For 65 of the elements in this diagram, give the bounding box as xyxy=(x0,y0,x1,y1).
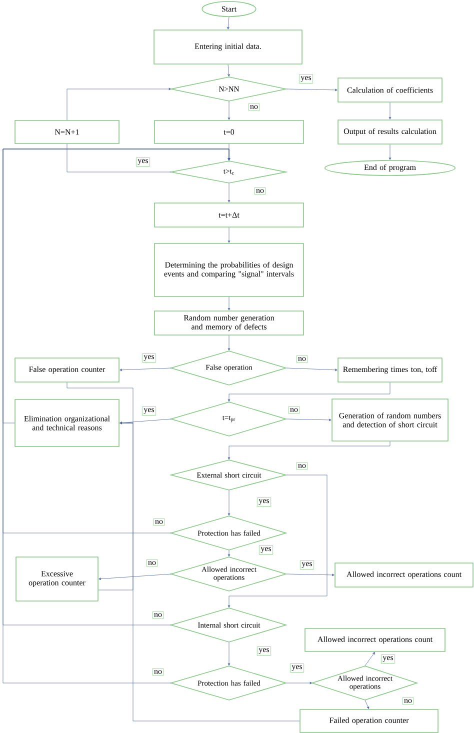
process-box: Excessive operation counter xyxy=(16,556,98,602)
edge-label: yes xyxy=(298,74,314,84)
process-box: Failed operation counter xyxy=(300,709,438,733)
process-box: Entering initial data. xyxy=(154,30,302,64)
arrow xyxy=(388,102,392,120)
edge-label: yes xyxy=(290,664,304,672)
arrow xyxy=(228,490,230,516)
edge-label: yes xyxy=(142,406,156,416)
process-box: t=t+Δt xyxy=(154,202,304,228)
arrow xyxy=(286,682,312,684)
arrow xyxy=(228,183,230,202)
edge-label: no xyxy=(248,103,260,111)
arrow xyxy=(286,574,334,576)
process-box: False operation counter xyxy=(14,358,120,382)
arrow xyxy=(228,227,230,243)
process-box: N=N+1 xyxy=(14,120,120,144)
process-box: Allowed incorrect operations count xyxy=(334,562,474,588)
arrow xyxy=(228,382,390,402)
arrow xyxy=(228,101,230,120)
process-box: t=0 xyxy=(154,120,304,144)
arrow xyxy=(228,335,230,351)
process-box: Generation of random numbers and detection of short circuit xyxy=(332,398,448,442)
process-box: Calculation of coefficients xyxy=(338,78,442,102)
edge-label: no xyxy=(153,518,165,526)
edge-label: yes xyxy=(258,546,274,554)
arrow xyxy=(228,64,230,77)
process-box: Elimination organizational and technical reasons xyxy=(14,399,120,447)
arrow xyxy=(286,368,338,372)
arrow xyxy=(120,418,172,424)
arrow xyxy=(286,418,332,422)
edge-label: yes xyxy=(256,646,272,656)
edge-label: yes xyxy=(142,354,156,362)
arrow xyxy=(228,642,230,666)
process-box: Allowed incorrect operations count xyxy=(304,628,446,652)
arrow xyxy=(227,16,230,30)
edge-label: yes xyxy=(300,560,314,570)
edge-label: yes xyxy=(136,158,150,166)
arrow xyxy=(388,144,392,160)
arrow xyxy=(228,474,328,608)
arrow xyxy=(98,574,172,580)
arrow xyxy=(2,148,230,424)
process-box: Determining the probabilities of design events and comparing "signal" intervals xyxy=(154,243,304,297)
process-box: Random number generation and memory of defects xyxy=(154,310,304,336)
process-box: Remembering times ton, toff xyxy=(338,358,442,382)
edge-label: no xyxy=(402,697,414,705)
process-box: Output of results calculation xyxy=(338,120,442,144)
edge-label: no xyxy=(296,462,308,470)
arrow xyxy=(120,368,172,372)
arrow xyxy=(120,422,300,722)
arrow xyxy=(286,88,338,92)
edge-label: no xyxy=(152,611,164,619)
arrow xyxy=(66,382,134,424)
arrow xyxy=(364,652,375,666)
edge-label: no xyxy=(296,355,308,363)
arrow xyxy=(228,296,230,310)
edge-label: no xyxy=(254,187,266,195)
edge-label: no xyxy=(152,668,164,676)
edge-label: yes xyxy=(256,498,272,506)
edge-label: no xyxy=(288,406,300,414)
arrow xyxy=(364,700,370,709)
arrow xyxy=(228,441,390,460)
edge-label: yes xyxy=(380,654,396,664)
edge-label: no xyxy=(146,559,158,567)
arrow xyxy=(66,88,172,120)
arrow xyxy=(228,550,230,557)
